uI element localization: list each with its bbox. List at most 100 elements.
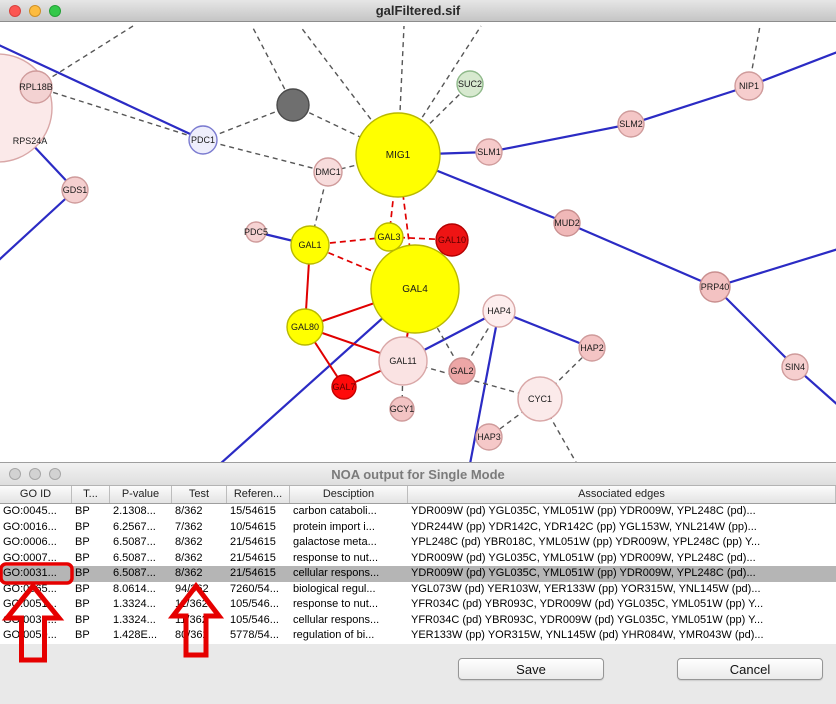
node-dmc1[interactable]: DMC1 bbox=[313, 157, 343, 187]
edge-hap4-pt[interactable] bbox=[469, 310, 501, 462]
node-gds1[interactable]: GDS1 bbox=[61, 176, 89, 204]
node-circle[interactable] bbox=[435, 223, 469, 257]
node-circle[interactable] bbox=[781, 353, 809, 381]
node-circle[interactable] bbox=[517, 376, 563, 422]
minimize-button[interactable] bbox=[29, 4, 41, 17]
node-circle[interactable] bbox=[290, 225, 330, 265]
node-circle[interactable] bbox=[245, 221, 267, 243]
node-gcy1[interactable]: GCY1 bbox=[389, 396, 415, 422]
node-circle[interactable] bbox=[61, 176, 89, 204]
close-button[interactable] bbox=[9, 468, 21, 480]
node-prp40[interactable]: PRP40 bbox=[699, 271, 731, 303]
column-header-edges[interactable]: Associated edges bbox=[408, 486, 836, 503]
edge-pt-pdc1[interactable] bbox=[0, 40, 204, 141]
save-button[interactable]: Save bbox=[458, 658, 604, 680]
graph-window-titlebar[interactable]: galFiltered.sif bbox=[0, 0, 836, 22]
edge-gds1-pt[interactable] bbox=[0, 189, 76, 270]
node-mud2[interactable]: MUD2 bbox=[553, 209, 581, 237]
close-button[interactable] bbox=[9, 4, 21, 17]
edge-rpl18b-pdc1[interactable] bbox=[35, 86, 204, 141]
edge-slm2-nip1[interactable] bbox=[630, 84, 750, 126]
node-circle[interactable] bbox=[188, 125, 218, 155]
node-gal3[interactable]: GAL3 bbox=[374, 222, 404, 252]
node-gal80[interactable]: GAL80 bbox=[286, 308, 324, 346]
node-circle[interactable] bbox=[374, 222, 404, 252]
node-rps24a[interactable]: RPS24A bbox=[0, 53, 53, 163]
node-hap2[interactable]: HAP2 bbox=[578, 334, 606, 362]
noa-window-titlebar[interactable]: NOA output for Single Mode bbox=[0, 462, 836, 486]
edge-pt-rpl18b[interactable] bbox=[35, 25, 134, 88]
column-header-go_id[interactable]: GO ID bbox=[0, 486, 72, 503]
column-header-description[interactable]: Desciption bbox=[290, 486, 408, 503]
node-circle[interactable] bbox=[389, 396, 415, 422]
edge-pdc1-gray1[interactable] bbox=[202, 104, 294, 141]
edge-prp40-pt[interactable] bbox=[714, 246, 836, 289]
node-hap4[interactable]: HAP4 bbox=[482, 294, 516, 328]
node-circle[interactable] bbox=[370, 244, 460, 334]
node-pdc1[interactable]: PDC1 bbox=[188, 125, 218, 155]
minimize-button[interactable] bbox=[29, 468, 41, 480]
node-gal7[interactable]: GAL7 bbox=[331, 374, 357, 400]
edge-gal4-gal2[interactable] bbox=[414, 288, 463, 372]
node-circle[interactable] bbox=[448, 357, 476, 385]
cancel-button[interactable]: Cancel bbox=[677, 658, 823, 680]
edge-nip1-pt[interactable] bbox=[748, 48, 836, 88]
node-gal10[interactable]: GAL10 bbox=[435, 223, 469, 257]
node-rpl18b[interactable]: RPL18B bbox=[19, 70, 53, 104]
column-header-type[interactable]: T... bbox=[72, 486, 110, 503]
node-circle[interactable] bbox=[482, 294, 516, 328]
node-nip1[interactable]: NIP1 bbox=[734, 71, 764, 101]
column-header-test[interactable]: Test bbox=[172, 486, 227, 503]
edge-gray1-pt[interactable] bbox=[251, 25, 294, 106]
node-gal11[interactable]: GAL11 bbox=[378, 336, 428, 386]
node-mig1[interactable]: MIG1 bbox=[355, 112, 441, 198]
node-pdc5[interactable]: PDC5 bbox=[244, 221, 268, 243]
node-circle[interactable] bbox=[734, 71, 764, 101]
node-circle[interactable] bbox=[475, 423, 503, 451]
zoom-button[interactable] bbox=[49, 4, 61, 17]
node-gal1[interactable]: GAL1 bbox=[290, 225, 330, 265]
edge-mig1-suc2[interactable] bbox=[397, 83, 471, 156]
edge-mig1-pt[interactable] bbox=[397, 25, 482, 156]
node-circle[interactable] bbox=[331, 374, 357, 400]
zoom-button[interactable] bbox=[49, 468, 61, 480]
edge-prp40-sin4[interactable] bbox=[714, 286, 796, 368]
node-slm2[interactable]: SLM2 bbox=[617, 110, 645, 138]
column-header-p_value[interactable]: P-value bbox=[110, 486, 172, 503]
node-circle[interactable] bbox=[313, 157, 343, 187]
node-circle[interactable] bbox=[578, 334, 606, 362]
edge-slm1-slm2[interactable] bbox=[488, 122, 632, 154]
node-circle[interactable] bbox=[699, 271, 731, 303]
node-circle[interactable] bbox=[617, 110, 645, 138]
node-suc2[interactable]: SUC2 bbox=[456, 70, 484, 98]
node-gal2[interactable]: GAL2 bbox=[448, 357, 476, 385]
node-circle[interactable] bbox=[378, 336, 428, 386]
node-slm1[interactable]: SLM1 bbox=[475, 138, 503, 166]
node-sin4[interactable]: SIN4 bbox=[781, 353, 809, 381]
node-circle[interactable] bbox=[456, 70, 484, 98]
node-circle[interactable] bbox=[553, 209, 581, 237]
node-cyc1[interactable]: CYC1 bbox=[517, 376, 563, 422]
node-hap3[interactable]: HAP3 bbox=[475, 423, 503, 451]
edge-pdc1-dmc1[interactable] bbox=[202, 139, 329, 173]
edge-mud2-prp40[interactable] bbox=[566, 221, 716, 289]
node-circle[interactable] bbox=[286, 308, 324, 346]
node-circle[interactable] bbox=[19, 70, 53, 104]
node-gray1[interactable] bbox=[276, 88, 310, 122]
edge-gray1-mig1[interactable] bbox=[292, 104, 399, 156]
node-gal4[interactable]: GAL4 bbox=[370, 244, 460, 334]
node-circle[interactable] bbox=[475, 138, 503, 166]
node-circle[interactable] bbox=[355, 112, 441, 198]
column-header-reference[interactable]: Referen... bbox=[227, 486, 290, 503]
node-circle[interactable] bbox=[276, 88, 310, 122]
